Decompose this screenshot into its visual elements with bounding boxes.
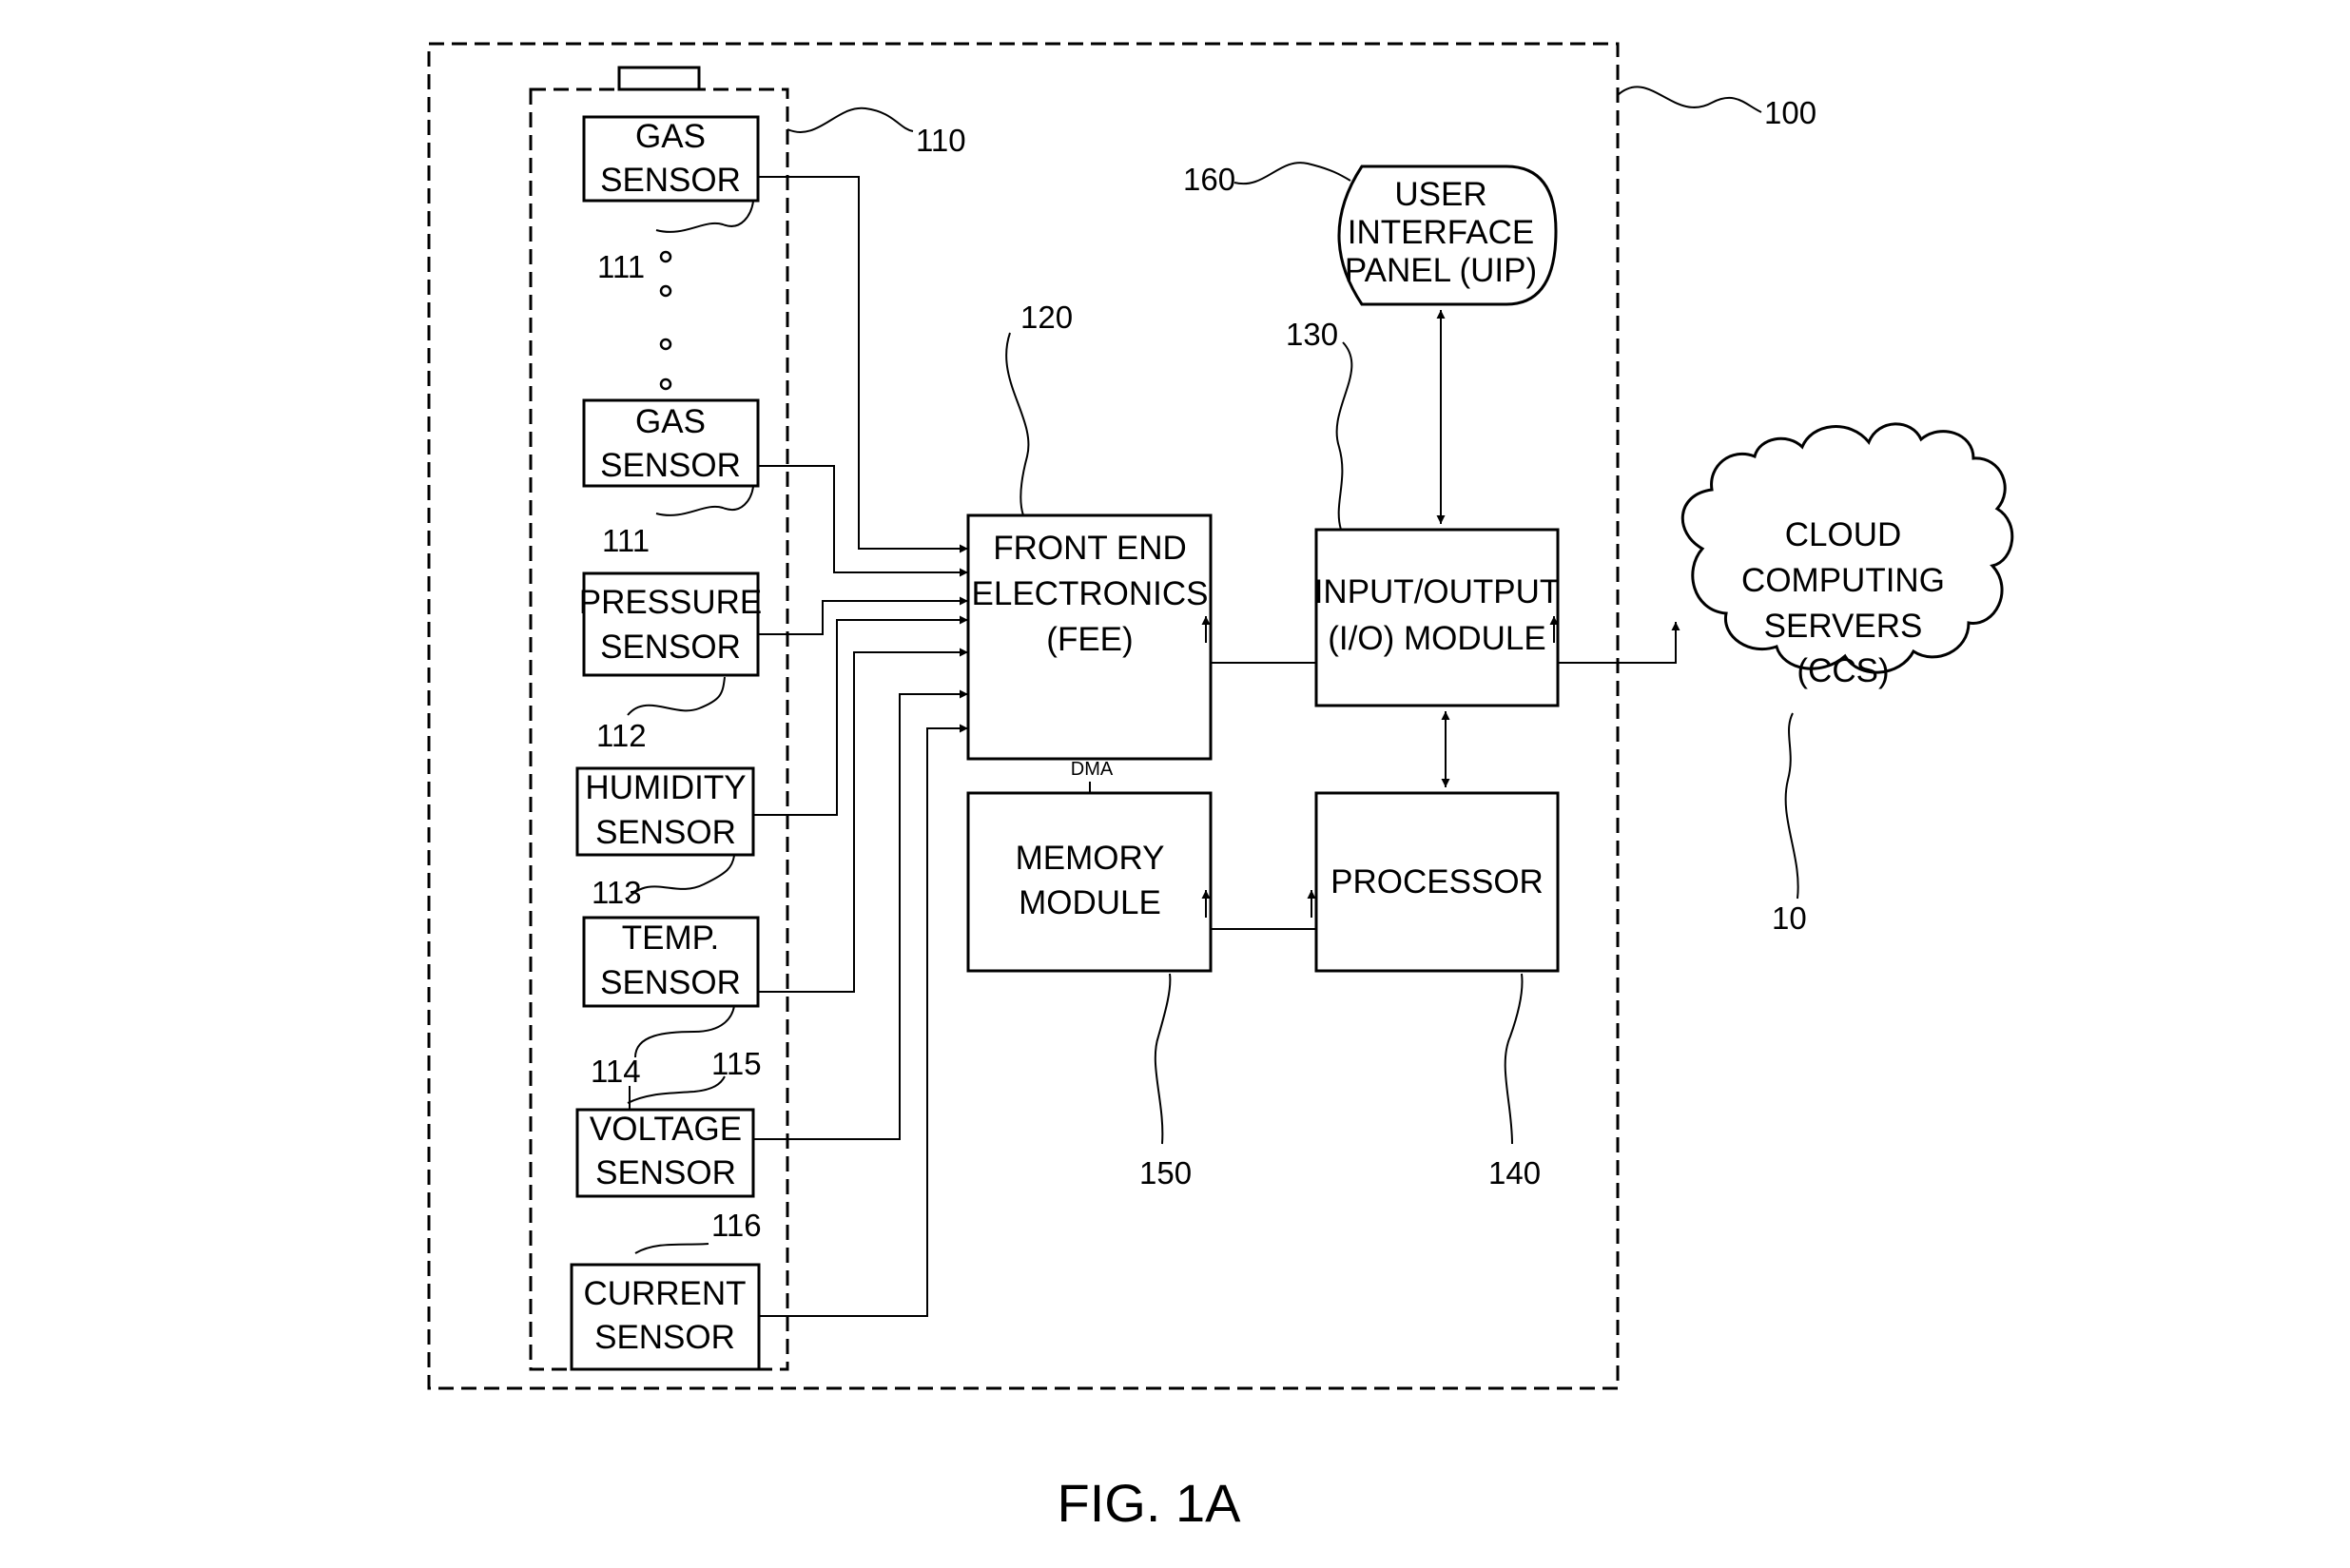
leader-150 bbox=[1154, 973, 1172, 1145]
ccs-line2: COMPUTING bbox=[1741, 562, 1945, 599]
cloud-computing-servers: CLOUD COMPUTING SERVERS (CCS) bbox=[1680, 422, 2014, 689]
ccs-line4: (CCS) bbox=[1796, 652, 1889, 689]
wire-pressure-to-fee bbox=[758, 596, 968, 635]
ref-120: 120 bbox=[1020, 300, 1073, 335]
fee-line3: (FEE) bbox=[1046, 621, 1133, 658]
leader-100 bbox=[1617, 86, 1762, 113]
ccs-line3: SERVERS bbox=[1764, 608, 1923, 645]
fee-line2: ELECTRONICS bbox=[972, 575, 1209, 612]
ref-110: 110 bbox=[916, 123, 966, 158]
leader-112 bbox=[627, 676, 726, 716]
gas-sensor-1-line2: SENSOR bbox=[600, 162, 741, 199]
temp-sensor-line1: TEMP. bbox=[622, 920, 719, 957]
wire-humidity-to-fee bbox=[753, 615, 968, 816]
ref-111-b: 111 bbox=[602, 523, 650, 558]
leader-110 bbox=[787, 106, 914, 133]
leader-120 bbox=[1005, 332, 1030, 516]
ref-116: 116 bbox=[711, 1208, 762, 1243]
ref-150: 150 bbox=[1139, 1155, 1192, 1191]
voltage-sensor-line1: VOLTAGE bbox=[590, 1111, 742, 1148]
gas-sensor-1-line1: GAS bbox=[635, 118, 706, 155]
processor-line1: PROCESSOR bbox=[1330, 863, 1544, 900]
voltage-sensor: VOLTAGE SENSOR bbox=[575, 1108, 755, 1198]
current-sensor-line2: SENSOR bbox=[594, 1319, 735, 1356]
leader-115 bbox=[627, 1075, 726, 1104]
ref-111-a: 111 bbox=[597, 249, 645, 284]
ref-10: 10 bbox=[1772, 900, 1807, 936]
pressure-sensor-line1: PRESSURE bbox=[579, 584, 763, 621]
sensor-array-tab bbox=[617, 66, 701, 91]
uip-line2: INTERFACE bbox=[1348, 214, 1534, 251]
dma-label: DMA bbox=[1071, 759, 1114, 780]
io-module-block: INPUT/OUTPUT (I/O) MODULE bbox=[1314, 528, 1561, 707]
leader-116 bbox=[634, 1243, 709, 1254]
uip-block: USER INTERFACE PANEL (UIP) bbox=[1337, 165, 1558, 306]
fee-block: FRONT END ELECTRONICS (FEE) bbox=[966, 513, 1213, 761]
leader-160 bbox=[1233, 162, 1351, 185]
ref-114: 114 bbox=[591, 1054, 641, 1089]
pressure-sensor-line2: SENSOR bbox=[600, 629, 741, 666]
gas-sensor-2: GAS SENSOR bbox=[582, 398, 760, 488]
wire-gas-1-to-fee bbox=[758, 176, 968, 553]
io-line1: INPUT/OUTPUT bbox=[1314, 573, 1561, 610]
wire-temp-to-fee bbox=[758, 648, 968, 993]
humidity-sensor-line1: HUMIDITY bbox=[585, 769, 746, 806]
ref-160: 160 bbox=[1183, 162, 1235, 197]
leader-113 bbox=[627, 855, 735, 900]
leader-130 bbox=[1335, 341, 1353, 531]
leader-10 bbox=[1784, 712, 1799, 900]
gas-sensor-2-line1: GAS bbox=[635, 403, 706, 440]
wire-io-to-ccs bbox=[1558, 622, 1680, 664]
current-sensor-line1: CURRENT bbox=[583, 1275, 746, 1312]
ref-112: 112 bbox=[596, 718, 647, 753]
humidity-sensor-line2: SENSOR bbox=[595, 814, 736, 851]
leader-140 bbox=[1504, 973, 1524, 1145]
voltage-sensor-line2: SENSOR bbox=[595, 1154, 736, 1191]
uip-line1: USER bbox=[1394, 176, 1486, 213]
uip-line3: PANEL (UIP) bbox=[1345, 252, 1537, 289]
ellipsis-dots bbox=[659, 250, 672, 391]
gas-sensor-2-line2: SENSOR bbox=[600, 447, 741, 484]
gas-sensor-1: GAS SENSOR bbox=[582, 115, 760, 203]
ccs-line1: CLOUD bbox=[1785, 516, 1902, 553]
current-sensor: CURRENT SENSOR bbox=[570, 1263, 761, 1371]
ref-100: 100 bbox=[1764, 95, 1816, 130]
wire-voltage-to-fee bbox=[753, 689, 968, 1140]
wire-gas-2-to-fee bbox=[758, 465, 968, 577]
humidity-sensor: HUMIDITY SENSOR bbox=[575, 766, 755, 857]
pressure-sensor: PRESSURE SENSOR bbox=[579, 571, 763, 677]
ref-130: 130 bbox=[1286, 317, 1338, 352]
leader-111-a bbox=[655, 201, 754, 233]
leader-114 bbox=[634, 1005, 735, 1058]
fee-line1: FRONT END bbox=[993, 530, 1187, 567]
memory-line2: MODULE bbox=[1019, 884, 1161, 921]
memory-line1: MEMORY bbox=[1016, 840, 1165, 877]
processor-block: PROCESSOR bbox=[1314, 791, 1560, 973]
wire-current-to-fee bbox=[759, 724, 968, 1317]
io-line2: (I/O) MODULE bbox=[1328, 620, 1545, 657]
leader-111-b bbox=[655, 486, 754, 516]
temp-sensor-line2: SENSOR bbox=[600, 964, 741, 1001]
figure-caption: FIG. 1A bbox=[1058, 1473, 1242, 1533]
temp-sensor: TEMP. SENSOR bbox=[582, 916, 760, 1008]
ref-140: 140 bbox=[1488, 1155, 1541, 1191]
system-boundary bbox=[427, 42, 1620, 1390]
memory-module-block: MEMORY MODULE bbox=[966, 791, 1213, 973]
ref-115: 115 bbox=[711, 1046, 762, 1081]
